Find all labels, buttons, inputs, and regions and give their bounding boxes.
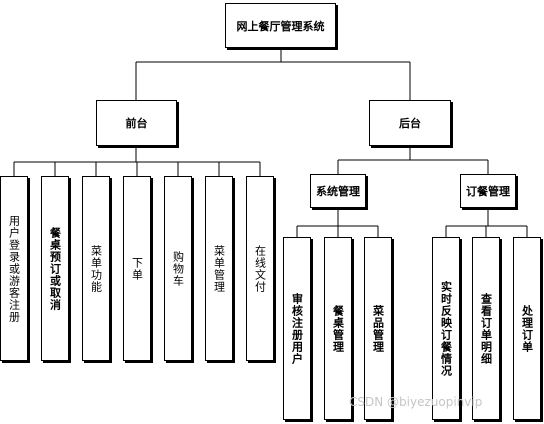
system-module-label: 审核注册用户 xyxy=(290,292,304,365)
front-module-label: 下单 xyxy=(130,256,144,281)
root-node: 网上餐厅管理系统 xyxy=(225,3,336,48)
system-management-node: 系统管理 xyxy=(310,174,366,208)
order-module-view-details: 查看订单明细 xyxy=(472,237,500,420)
back-node: 后台 xyxy=(369,100,451,146)
front-module-label: 购物车 xyxy=(171,250,185,287)
front-node-label: 前台 xyxy=(125,117,148,130)
order-management-node: 订餐管理 xyxy=(460,174,516,208)
front-module-label: 菜单功能 xyxy=(89,244,103,293)
front-module-user-login: 用户登录或游客注册 xyxy=(0,176,28,361)
order-module-label: 处理订单 xyxy=(520,304,534,353)
back-node-label: 后台 xyxy=(399,117,421,130)
order-module-label: 实时反映订餐情况 xyxy=(439,280,453,377)
system-module-review-users: 审核注册用户 xyxy=(283,237,311,420)
system-module-label: 菜品管理 xyxy=(371,304,385,353)
system-management-label: 系统管理 xyxy=(316,185,360,198)
order-module-realtime-status: 实时反映订餐情况 xyxy=(432,237,460,420)
front-module-table-booking: 餐桌预订或取消 xyxy=(41,176,69,361)
front-module-online-payment: 在线文付 xyxy=(246,176,274,361)
front-module-label: 在线文付 xyxy=(253,244,267,293)
system-module-dish-management: 菜品管理 xyxy=(364,237,392,420)
front-node: 前台 xyxy=(96,100,177,146)
front-module-label: 餐桌预订或取消 xyxy=(48,226,62,311)
system-module-label: 餐桌管理 xyxy=(331,304,345,353)
watermark: CSDN @biyezuopinvip xyxy=(349,395,483,409)
order-module-label: 查看订单明细 xyxy=(479,292,493,365)
order-management-label: 订餐管理 xyxy=(466,185,510,198)
front-module-label: 菜单管理 xyxy=(212,244,226,293)
front-module-menu: 菜单功能 xyxy=(82,176,110,361)
system-module-table-management: 餐桌管理 xyxy=(324,237,352,420)
front-module-cart: 购物车 xyxy=(164,176,192,361)
front-module-order: 下单 xyxy=(123,176,151,361)
root-node-label: 网上餐厅管理系统 xyxy=(236,19,325,33)
order-module-process-orders: 处理订单 xyxy=(513,237,541,420)
front-module-label: 用户登录或游客注册 xyxy=(7,214,21,323)
front-module-menu-management: 菜单管理 xyxy=(205,176,233,361)
